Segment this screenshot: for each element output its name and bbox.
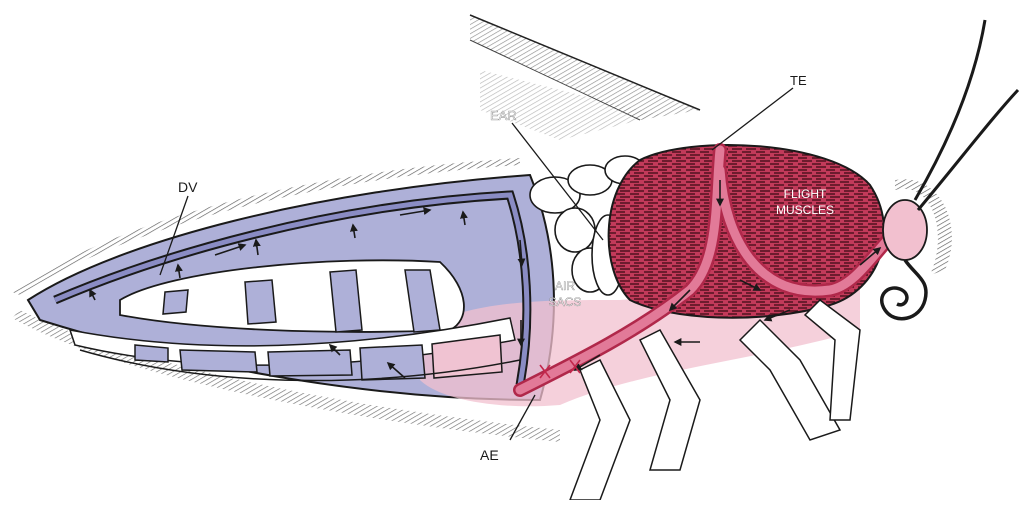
- coiled-proboscis-icon: [882, 260, 926, 319]
- label-air-sacs-line2: SACS: [549, 295, 582, 309]
- antenna-2: [918, 90, 1018, 210]
- label-flight-muscles-line1: FLIGHT: [784, 187, 827, 201]
- label-flight-muscles-line2: MUSCLES: [776, 203, 834, 217]
- label-ae: AE: [480, 447, 499, 463]
- label-air-sacs-line1: AIR: [555, 279, 575, 293]
- label-dv: DV: [178, 179, 198, 195]
- label-te: TE: [790, 73, 807, 88]
- label-ear: EAR: [490, 108, 517, 123]
